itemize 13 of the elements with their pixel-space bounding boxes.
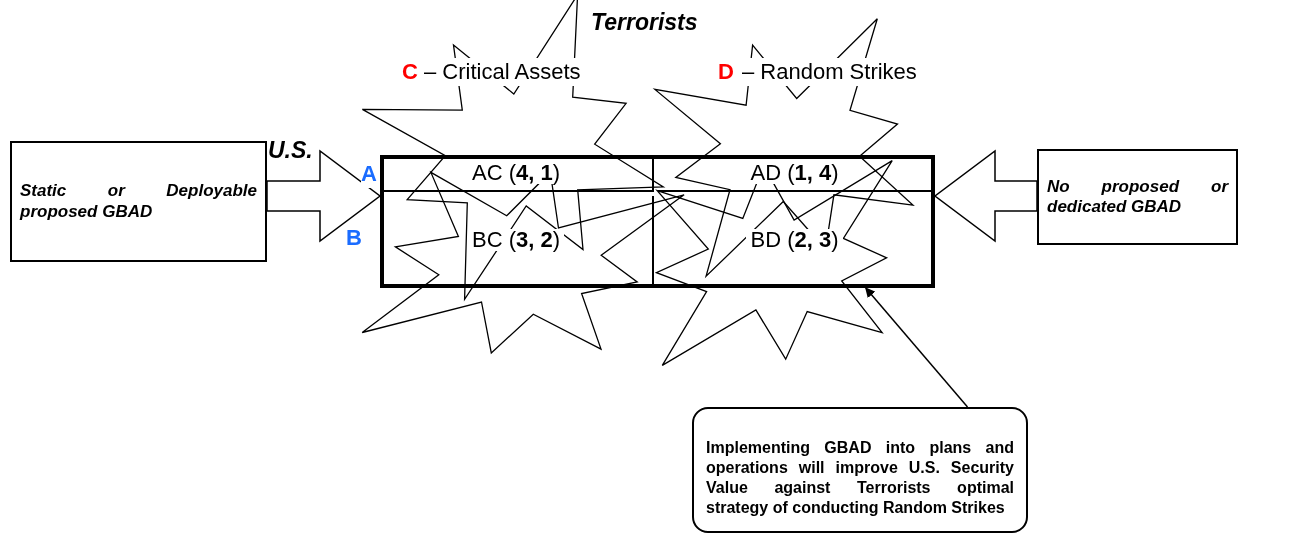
arrow bbox=[865, 287, 969, 408]
strategy-label: – Critical Assets bbox=[424, 58, 581, 86]
box-text: Implementing GBAD into plans and operations will improve U.S. Security Value against Terrorists optimal strategy of conducting Random Strikes bbox=[706, 438, 1014, 518]
block-arrow bbox=[266, 149, 382, 243]
box-text: Static or Deployable proposed GBAD bbox=[20, 181, 257, 222]
payoff-text: BD (2, 3) bbox=[746, 229, 843, 251]
callout-box bbox=[692, 407, 1028, 533]
block-arrow bbox=[933, 149, 1038, 243]
box-text: No proposed or dedicated GBAD bbox=[1047, 176, 1228, 218]
text-box bbox=[10, 141, 267, 262]
payoff-matrix bbox=[380, 155, 935, 288]
strategy-label: – Random Strikes bbox=[742, 58, 917, 86]
text-box bbox=[1037, 149, 1238, 245]
